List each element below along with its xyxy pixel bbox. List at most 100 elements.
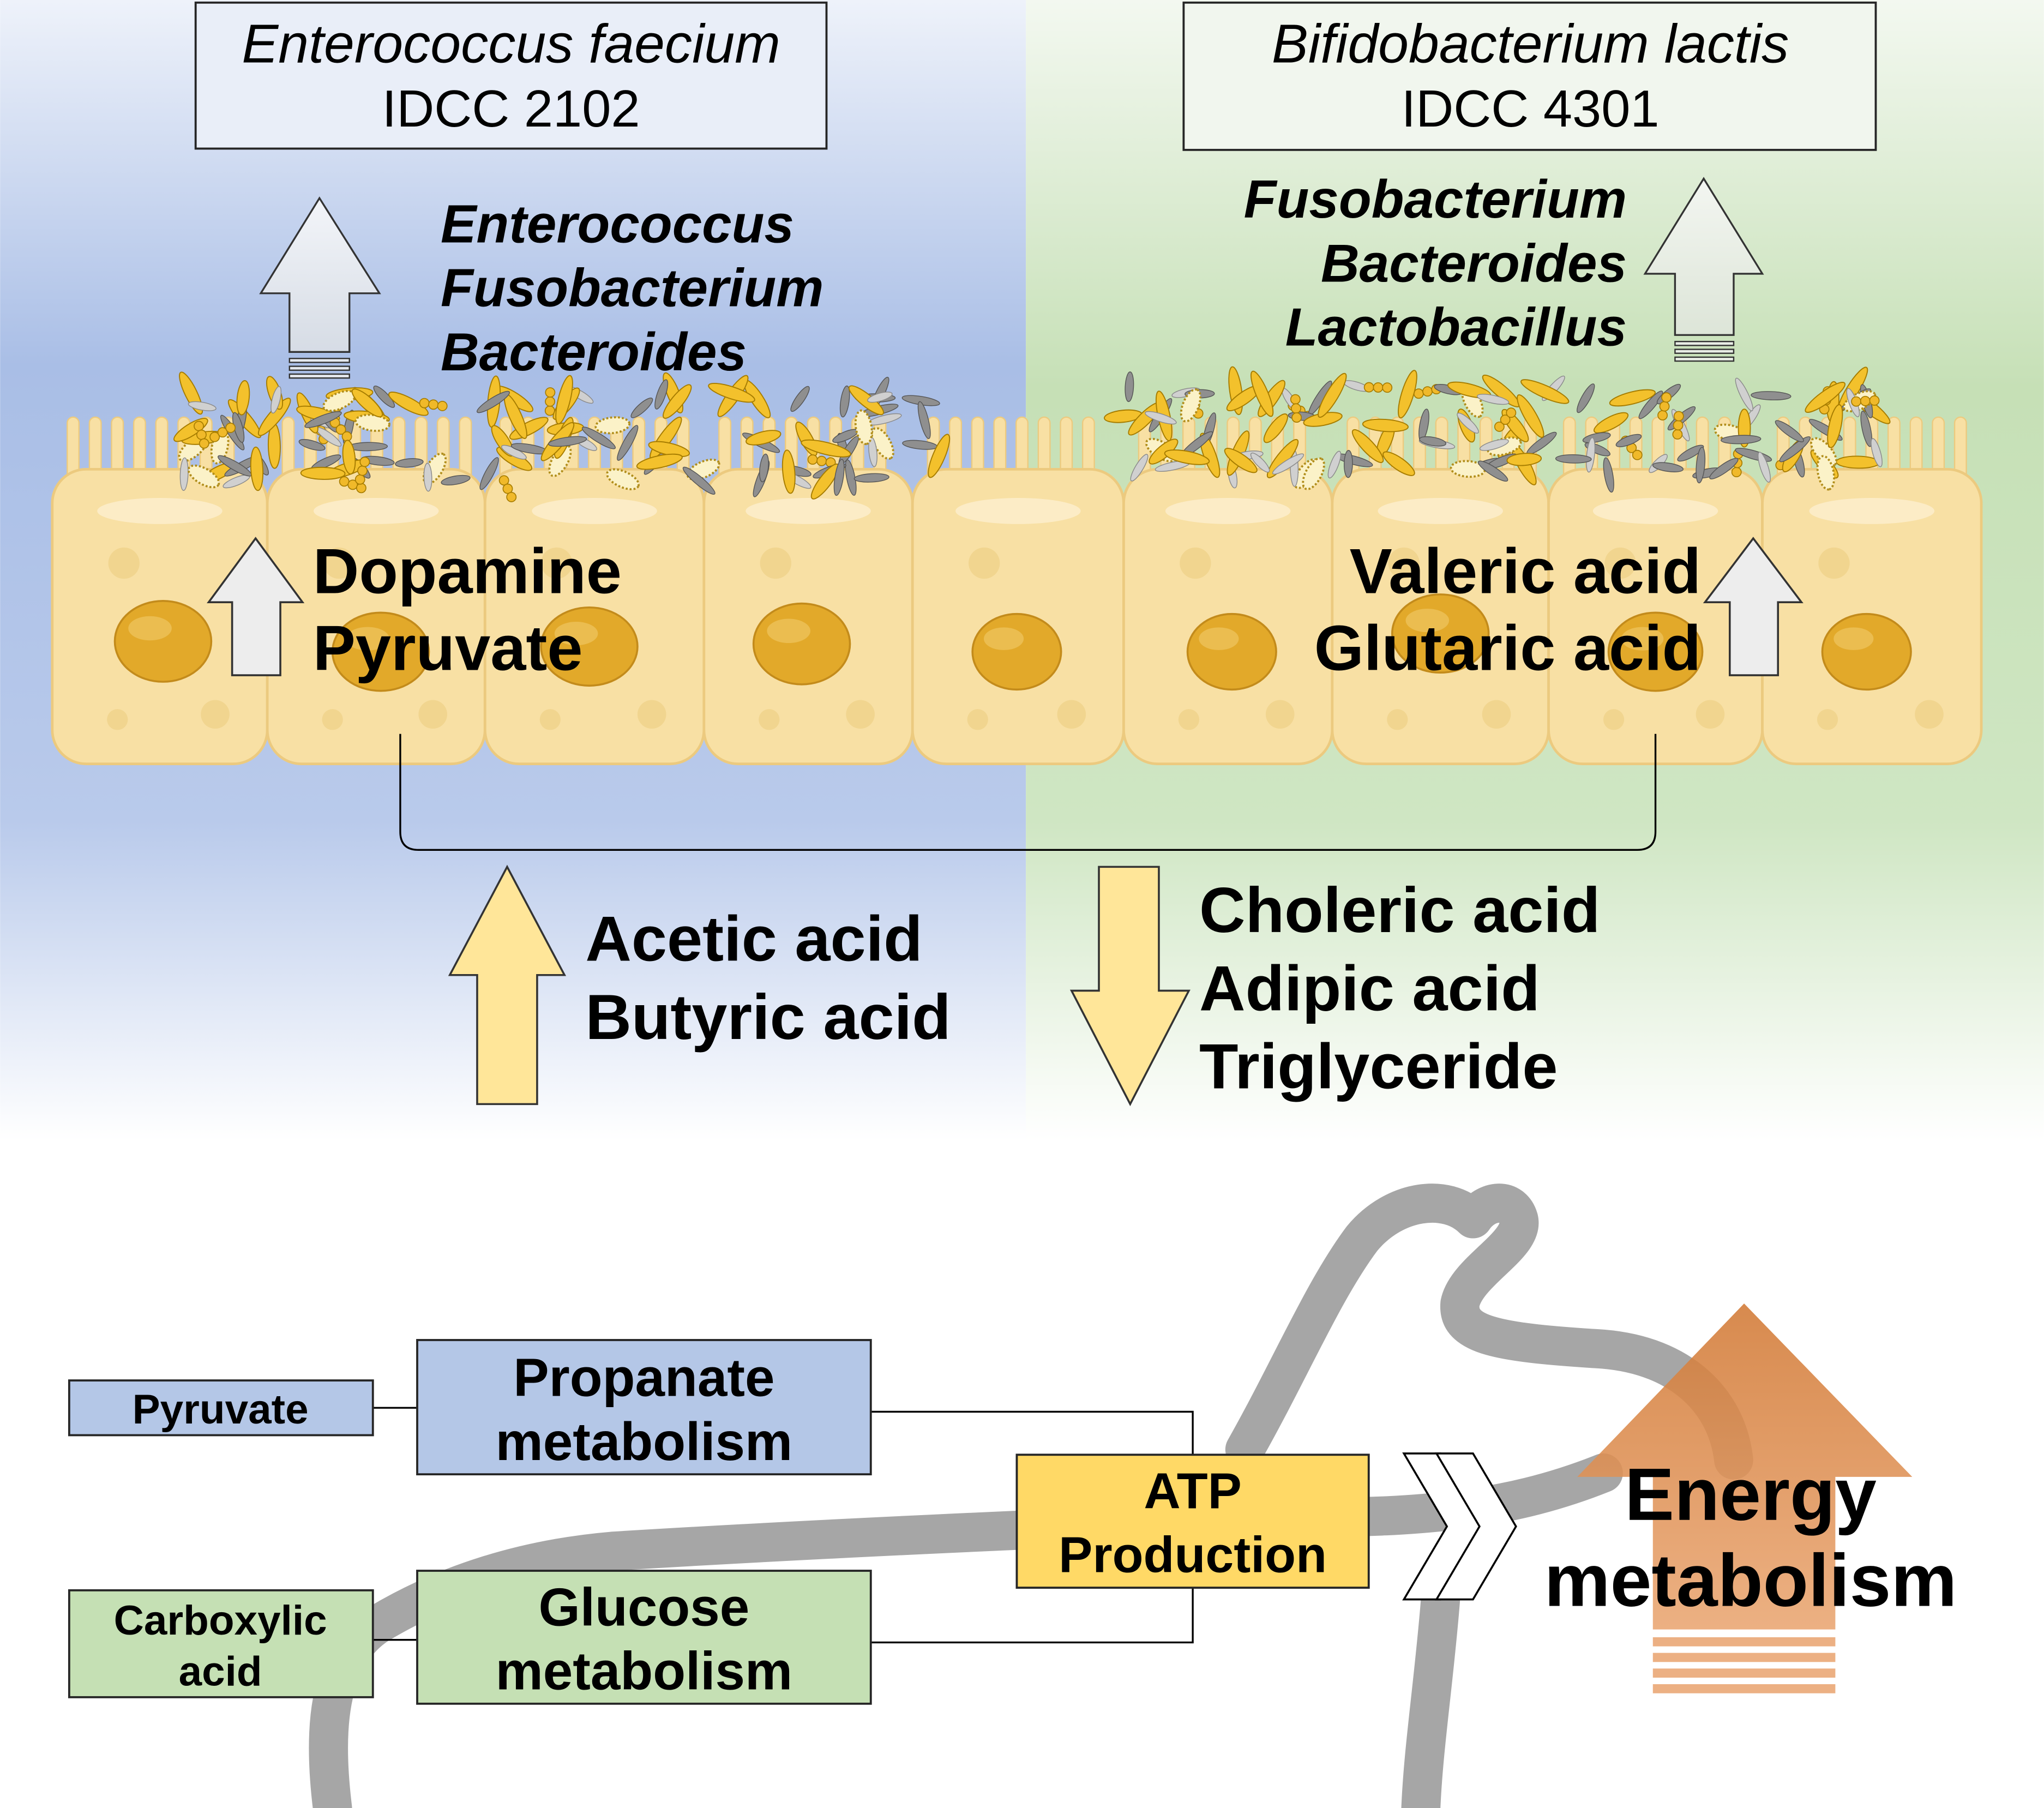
atp-production-box: ATP Production — [1015, 1453, 1370, 1589]
cell-vesicle — [107, 709, 128, 730]
bacterium-coccus-chain — [1500, 415, 1511, 425]
strain2-taxon: Bacteroides — [1321, 233, 1627, 293]
bacterium-rod-gold — [1609, 389, 1656, 407]
strain2-metabolite: Valeric acid — [1350, 535, 1702, 606]
bacterium-coccus-chain — [359, 456, 370, 467]
bacterium-coccus-chain — [807, 454, 818, 465]
bacterium-coccus-chain — [354, 474, 365, 485]
bacterium-coccus-chain — [1494, 421, 1505, 432]
bacterium-rod-gold — [1836, 455, 1880, 469]
carboxylic-acid-box: Carboxylic acid — [68, 1589, 374, 1698]
cell-vesicle — [1180, 547, 1211, 579]
bacterium-coccus-chain — [437, 400, 448, 411]
strain1-taxon: Enterococcus — [441, 194, 794, 254]
bacterium-rod-light — [1250, 452, 1270, 473]
bacterium-rod-gold — [1318, 373, 1347, 418]
cell-vesicle — [1387, 709, 1408, 730]
cell-highlight — [1809, 497, 1935, 524]
bacterium-rod-grey — [581, 427, 616, 449]
cell-vesicle — [322, 709, 343, 730]
shared-increased-item: Butyric acid — [585, 981, 951, 1053]
bacterium-coccus-chain — [1291, 403, 1301, 414]
epithelium-layer — [51, 468, 1983, 765]
double-chevron-icon — [1402, 1452, 1517, 1601]
bacterium-rod-gold — [388, 392, 429, 416]
bacterium-rod-grey — [479, 457, 499, 490]
nucleus-highlight — [128, 616, 172, 641]
bacterium-rod-light — [1479, 439, 1509, 451]
strain2-species: Bifidobacterium lactis — [1272, 14, 1789, 75]
bacterium-rod-gold — [928, 434, 951, 478]
cell-vesicle — [846, 700, 875, 729]
microbiota-layer — [173, 366, 1891, 502]
nucleus-highlight — [554, 622, 598, 646]
cell-vesicle — [1482, 700, 1511, 729]
cell-vesicle — [967, 709, 988, 730]
bacterium-rod-gold — [555, 375, 573, 425]
bacterium-coccus-chain — [816, 455, 827, 466]
bacterium-rod-grey — [1721, 435, 1762, 445]
bacterium-coccus-chain — [1291, 412, 1302, 423]
bacterium-rod-grey — [1577, 383, 1595, 413]
bacterium-rod-gold — [1805, 382, 1846, 413]
bacterium-rod-grey — [1779, 436, 1811, 462]
bacterium-rod-gold — [300, 466, 346, 480]
bacterium-coccus-chain — [339, 476, 350, 487]
cell-vesicle — [759, 709, 780, 730]
cell-highlight — [1378, 497, 1503, 524]
bacterium-rod-grey — [548, 436, 587, 447]
bacterium-rod-grey — [682, 466, 716, 495]
bacterium-coccus-chain — [225, 422, 236, 433]
bacterium-rod-grey — [1751, 391, 1791, 401]
cell-vesicle — [1604, 547, 1636, 579]
shared-increased-item: Acetic acid — [585, 903, 922, 974]
bacterium-rod-grey — [1615, 434, 1642, 447]
cell-nucleus — [1821, 612, 1912, 691]
strain1-metabolite-up-arrow — [207, 537, 305, 676]
shared-decreased-item: Adipic acid — [1199, 952, 1540, 1024]
cell-highlight — [955, 497, 1081, 524]
bacterium-rod-grey — [1709, 458, 1739, 479]
bacterium-rod-gold — [1382, 451, 1415, 476]
strain1-species: Enterococcus faecium — [242, 14, 780, 75]
bacterium-coccus-chain — [428, 399, 439, 410]
bacterium-coccus-chain — [1672, 429, 1683, 440]
bacterium-rod-light — [1477, 394, 1510, 405]
bacterium-rod-gold — [1506, 453, 1542, 466]
bacterium-rod-light — [1272, 453, 1304, 475]
shared-increased-list: Acetic acid Butyric acid — [585, 903, 951, 1052]
bacterium-rod-grey — [441, 474, 471, 485]
bacterium-rod-grey — [298, 439, 326, 451]
cell-vesicle — [637, 700, 666, 729]
energy-arrow-stripe — [1652, 1637, 1836, 1647]
bacterium-coccus-chain — [209, 431, 220, 442]
carboxylic-label-line: acid — [179, 1648, 262, 1695]
nucleus-highlight — [767, 618, 810, 644]
bacterium-rod-grey — [617, 425, 639, 461]
strain2-id: IDCC 4301 — [1402, 80, 1660, 138]
bacterium-coccus-chain — [1363, 382, 1374, 393]
bacterium-rod-grey — [833, 459, 845, 496]
bacterium-rod-gold — [848, 385, 884, 416]
bacterium-rod-grey — [654, 379, 669, 410]
strain2-label-box: Bifidobacterium lactis IDCC 4301 — [1182, 1, 1877, 151]
strain2-metabolite-up-arrow — [1703, 537, 1803, 676]
bacterium-rod-gold — [1263, 413, 1288, 443]
bacterium-rod-gold — [1398, 370, 1417, 419]
strain2-box-frame — [1182, 1, 1877, 151]
bacterium-flagellated — [606, 468, 640, 490]
strain2-taxa-up-arrow — [1643, 177, 1764, 362]
cell-nucleus — [113, 600, 213, 683]
nucleus-highlight — [346, 627, 389, 651]
bacterium-rod-grey — [1344, 450, 1353, 478]
propanate-to-atp-connector — [870, 1410, 1194, 1455]
strain2-taxa-list: Fusobacterium Bacteroides Lactobacillus — [1244, 169, 1627, 357]
cell-vesicle — [1818, 547, 1850, 579]
bacterium-rod-grey — [759, 453, 769, 483]
bacterium-flagellated — [1816, 455, 1836, 491]
atp-label-line: Production — [1059, 1526, 1327, 1583]
cell-vesicle — [1915, 700, 1944, 729]
bacterium-rod-grey — [1696, 447, 1706, 484]
strain1-taxa-list: Enterococcus Fusobacterium Bacteroides — [441, 194, 823, 382]
